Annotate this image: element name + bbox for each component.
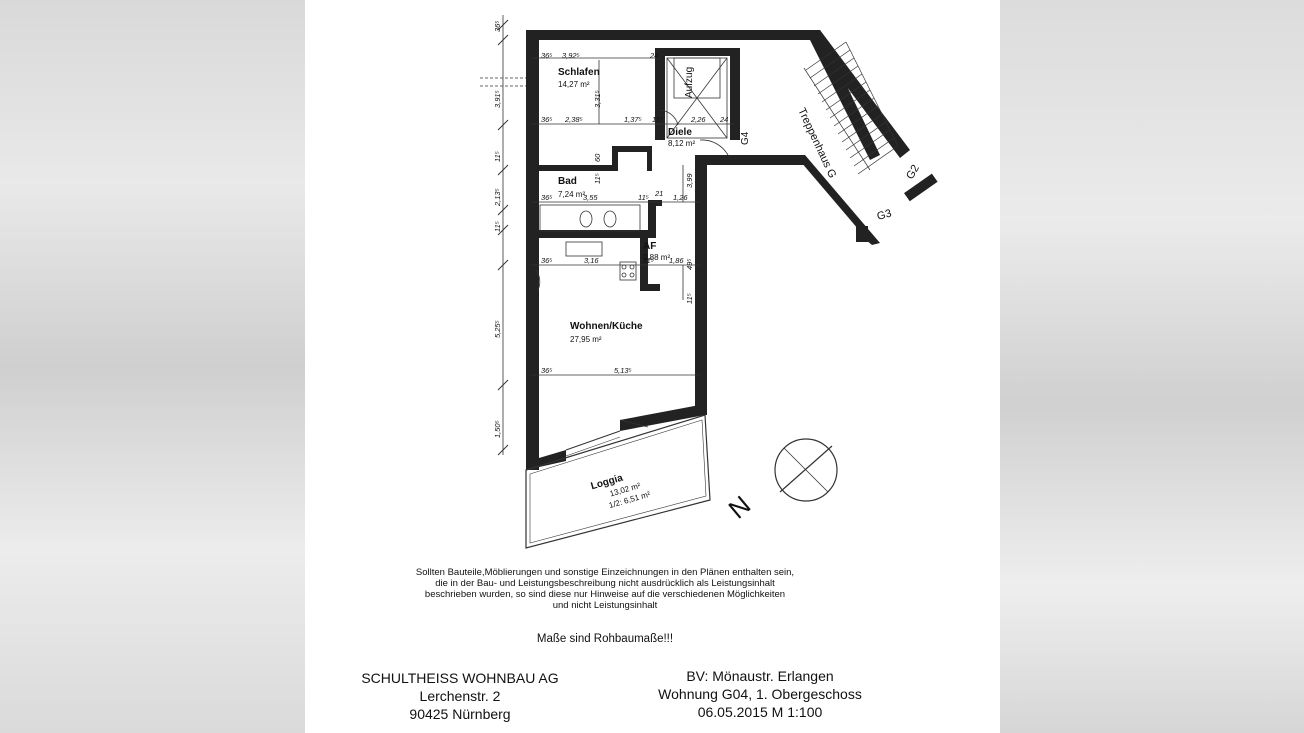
- room-name-diele: Diele: [668, 127, 692, 138]
- dim-label: 3,55: [583, 193, 598, 202]
- dim-label: 2,26: [690, 115, 706, 124]
- dim-label: 1,37⁵: [624, 115, 642, 124]
- notice-line: Sollten Bauteile,Möblierungen und sonsti…: [415, 567, 795, 578]
- dim-label: 3,99: [685, 173, 694, 188]
- dim-label: 36⁵: [541, 256, 553, 265]
- marker-g3: G3: [876, 208, 893, 223]
- marker-g2: G2: [904, 163, 922, 182]
- dim-label: 2,13⁵: [493, 188, 502, 207]
- background-left: [0, 0, 305, 733]
- dim-label: 21: [654, 189, 663, 198]
- dim-label: 2,38⁵: [564, 115, 583, 124]
- thin-lines: [480, 15, 899, 549]
- project-unit: Wohnung G04, 1. Obergeschoss: [658, 686, 862, 702]
- dim-label: 11⁵: [593, 173, 602, 184]
- company-block: SCHULTHEISS WOHNBAU AG Lerchenstr. 2 904…: [340, 669, 580, 723]
- measures-note: Maße sind Rohbaumaße!!!: [536, 633, 674, 645]
- dim-label: 36⁵: [493, 21, 502, 33]
- notice-line: beschrieben wurden, so sind diese nur Hi…: [424, 589, 786, 600]
- room-name-wohnen: Wohnen/Küche: [570, 321, 643, 332]
- dim-label: 5,13⁵: [614, 366, 632, 375]
- dim-label: 11⁵: [685, 293, 694, 304]
- dim-label: 11⁵: [638, 193, 649, 202]
- dim-label: 3,91⁵: [493, 90, 502, 108]
- room-name-af: AF: [643, 241, 656, 252]
- dim-label: 3,16: [584, 256, 599, 265]
- dim-label: 1,86: [669, 256, 684, 265]
- north-label: N: [723, 490, 757, 525]
- dim-label: 36⁵: [541, 193, 553, 202]
- notice-line: die in der Bau- und Leistungsbeschreibun…: [435, 578, 775, 589]
- dim-label: 5,25⁵: [493, 320, 502, 338]
- marker-g4: G4: [740, 131, 751, 145]
- room-area-wohnen: 27,95 m²: [570, 335, 602, 344]
- dim-label: 11⁵: [652, 115, 663, 124]
- company-street: Lerchenstr. 2: [419, 688, 501, 704]
- walls: [526, 30, 938, 470]
- dim-label: 49⁵: [685, 259, 694, 271]
- dim-label: 3,31⁵: [593, 90, 602, 108]
- room-area-diele: 8,12 m²: [668, 139, 695, 148]
- room-area-schlafen: 14,27 m²: [558, 80, 590, 89]
- notice-line: und nicht Leistungsinhalt: [552, 600, 658, 611]
- dim-label: 3,92⁵: [562, 51, 580, 60]
- company-city: 90425 Nürnberg: [409, 706, 511, 722]
- dim-label: 36⁵: [541, 51, 553, 60]
- dim-label: 24: [649, 51, 658, 60]
- dim-label: 11⁵: [643, 256, 654, 265]
- room-area-af: 0,88 m²: [643, 253, 670, 262]
- room-area-bad: 7,24 m²: [558, 190, 585, 199]
- dim-label: 24: [719, 115, 728, 124]
- dim-label: 11⁵: [493, 221, 502, 232]
- disclaimer-notice: Sollten Bauteile,Möblierungen und sonsti…: [390, 567, 820, 611]
- project-title: BV: Mönaustr. Erlangen: [686, 668, 834, 684]
- dim-label: 60: [593, 153, 602, 162]
- room-name-aufzug: Aufzug: [684, 67, 695, 98]
- project-date-scale: 06.05.2015 M 1:100: [697, 704, 823, 720]
- dim-label: 36⁵: [541, 115, 553, 124]
- dim-label: 1,26: [673, 193, 688, 202]
- project-block: BV: Mönaustr. Erlangen Wohnung G04, 1. O…: [630, 667, 890, 721]
- room-name-schlafen: Schlafen: [558, 67, 600, 78]
- room-name-bad: Bad: [558, 176, 577, 187]
- background-right: [1000, 0, 1304, 733]
- dim-label: 36⁵: [541, 366, 553, 375]
- company-name: SCHULTHEISS WOHNBAU AG: [361, 670, 559, 686]
- dim-label: 11⁵: [493, 151, 502, 162]
- dim-label: 1,50⁵: [493, 420, 502, 438]
